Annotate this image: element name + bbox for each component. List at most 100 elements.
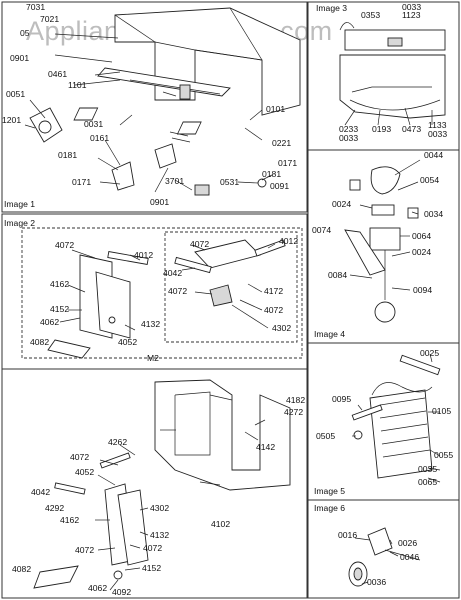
part-label: 4012: [279, 236, 298, 246]
part-label: 0181: [262, 169, 281, 179]
part-label: 4162: [50, 279, 69, 289]
part-label: 4052: [75, 467, 94, 477]
part-label: 4012: [134, 250, 153, 260]
part-label: 0074: [312, 225, 331, 235]
panel-image-1: [1, 1, 308, 213]
part-label: 0035: [418, 464, 437, 474]
part-label: 0101: [266, 104, 285, 114]
part-label: 4152: [50, 304, 69, 314]
part-label: 4132: [141, 319, 160, 329]
part-label: 4272: [284, 407, 303, 417]
part-label: 3701: [165, 176, 184, 186]
image-1-drawing: [24, 7, 301, 196]
panel-title-image-6: Image 6: [314, 503, 345, 513]
part-label: 0033: [428, 129, 447, 139]
part-label: 0105: [432, 406, 451, 416]
part-label: 0033: [402, 2, 421, 12]
part-label: 0034: [424, 209, 443, 219]
part-label: 0084: [328, 270, 347, 280]
part-label: 0054: [420, 175, 439, 185]
part-label: 4072: [70, 452, 89, 462]
part-label: 0181: [58, 150, 77, 160]
part-label: 0055: [434, 450, 453, 460]
part-label: 0044: [424, 150, 443, 160]
image-2-drawing: [21, 227, 303, 359]
part-label: 0233: [339, 124, 358, 134]
part-label: 0091: [270, 181, 289, 191]
part-label: 0046: [400, 552, 419, 562]
image-5-drawing: [351, 353, 441, 483]
part-label: 4262: [108, 437, 127, 447]
part-label: 0901: [150, 197, 169, 207]
part-label: 0531: [220, 177, 239, 187]
part-label: 0221: [272, 138, 291, 148]
part-label: M2: [147, 353, 159, 363]
part-label: 4082: [30, 337, 49, 347]
image-4-drawing: [344, 159, 421, 323]
part-label: 0033: [339, 133, 358, 143]
part-label: 4052: [118, 337, 137, 347]
part-label: 0473: [402, 124, 421, 134]
image-3-drawing: [339, 22, 446, 126]
panel-title-image-4: Image 4: [314, 329, 345, 339]
part-label: 0016: [338, 530, 357, 540]
part-label: 0031: [84, 119, 103, 129]
image-6-drawing: [348, 527, 421, 587]
part-label: 7031: [26, 2, 45, 12]
part-label: 0171: [72, 177, 91, 187]
part-label: 4062: [40, 317, 59, 327]
part-label: 4092: [112, 587, 131, 597]
part-label: 4072: [264, 305, 283, 315]
part-label: 4102: [211, 519, 230, 529]
part-label: 4292: [45, 503, 64, 513]
part-label: 4132: [150, 530, 169, 540]
part-label: 0024: [332, 199, 351, 209]
part-label: 0026: [398, 538, 417, 548]
part-label: 0025: [420, 348, 439, 358]
part-label: 4302: [150, 503, 169, 513]
part-label: 0051: [6, 89, 25, 99]
part-label: 0065: [418, 477, 437, 487]
part-label: 0161: [90, 133, 109, 143]
part-label: 1101: [68, 80, 87, 90]
part-label: 4072: [75, 545, 94, 555]
part-label: 4142: [256, 442, 275, 452]
part-label: 0095: [332, 394, 351, 404]
part-label: 4152: [142, 563, 161, 573]
part-label: 4042: [163, 268, 182, 278]
part-label: 4062: [88, 583, 107, 593]
part-label: 4072: [190, 239, 209, 249]
panel-title-image-1: Image 1: [4, 199, 35, 209]
part-label: 4072: [55, 240, 74, 250]
part-label: 0094: [413, 285, 432, 295]
part-label: 0505: [316, 431, 335, 441]
panel-image-6: [307, 499, 460, 599]
panel-title-image-5: Image 5: [314, 486, 345, 496]
part-label: 4182: [286, 395, 305, 405]
part-label: 0024: [412, 247, 431, 257]
part-label: 0461: [48, 69, 67, 79]
part-label: 4042: [31, 487, 50, 497]
part-label: 0036: [367, 577, 386, 587]
part-label: 4172: [264, 286, 283, 296]
part-label: 4162: [60, 515, 79, 525]
part-label: 0171: [278, 158, 297, 168]
part-label: 4072: [168, 286, 187, 296]
part-label: 1201: [2, 115, 21, 125]
part-label: 1123: [402, 10, 421, 20]
panel-image-main-bottom: [1, 368, 308, 599]
part-number-labels: 7031 7021 05 0901 0461 1101 0051 1201 00…: [2, 2, 453, 597]
part-label: 4302: [272, 323, 291, 333]
part-label: 0353: [361, 10, 380, 20]
panel-title-image-3: Image 3: [316, 3, 347, 13]
part-label: 0193: [372, 124, 391, 134]
part-label: 05: [20, 28, 30, 38]
part-label: 4082: [12, 564, 31, 574]
main-assembly-drawing: [33, 379, 291, 591]
part-label: 0901: [10, 53, 29, 63]
part-label: 0064: [412, 231, 431, 241]
part-label: 7021: [40, 14, 59, 24]
part-label: 1133: [428, 120, 447, 130]
part-label: 4072: [143, 543, 162, 553]
